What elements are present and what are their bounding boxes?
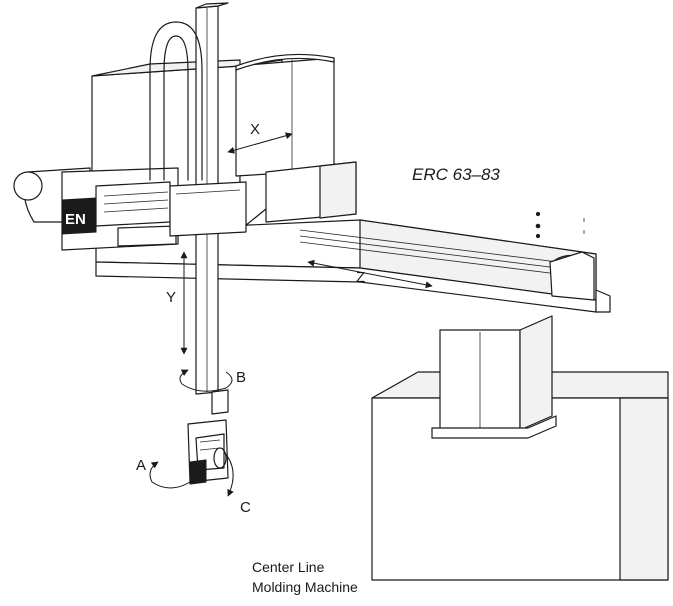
c-rotation-arrow xyxy=(223,451,234,497)
z-axis-arrow xyxy=(307,259,433,289)
b-axis-label: B xyxy=(236,369,246,386)
cable-loop xyxy=(149,21,203,181)
model-label: ERC 63–83 xyxy=(412,165,500,184)
y-axis-label: Y xyxy=(166,289,176,306)
caption-line-1: Center Line xyxy=(252,559,325,575)
caption-line-2: Molding Machine xyxy=(252,579,358,595)
reference-markers xyxy=(535,211,585,239)
motor-housing xyxy=(235,53,357,223)
slide-plate xyxy=(169,181,247,237)
z-axis-label: Z xyxy=(356,269,365,286)
b-rotation-arrow xyxy=(179,369,233,392)
left-drive-assembly: EN xyxy=(13,167,179,251)
x-axis-arrow xyxy=(227,132,293,154)
x-axis-label: X xyxy=(250,121,260,138)
brand-mark: EN xyxy=(65,211,86,228)
c-axis-label: C xyxy=(240,499,251,516)
support-column xyxy=(431,315,557,439)
a-axis-label: A xyxy=(136,457,146,474)
a-rotation-arrow xyxy=(149,461,191,489)
wrist-assembly xyxy=(187,389,229,485)
